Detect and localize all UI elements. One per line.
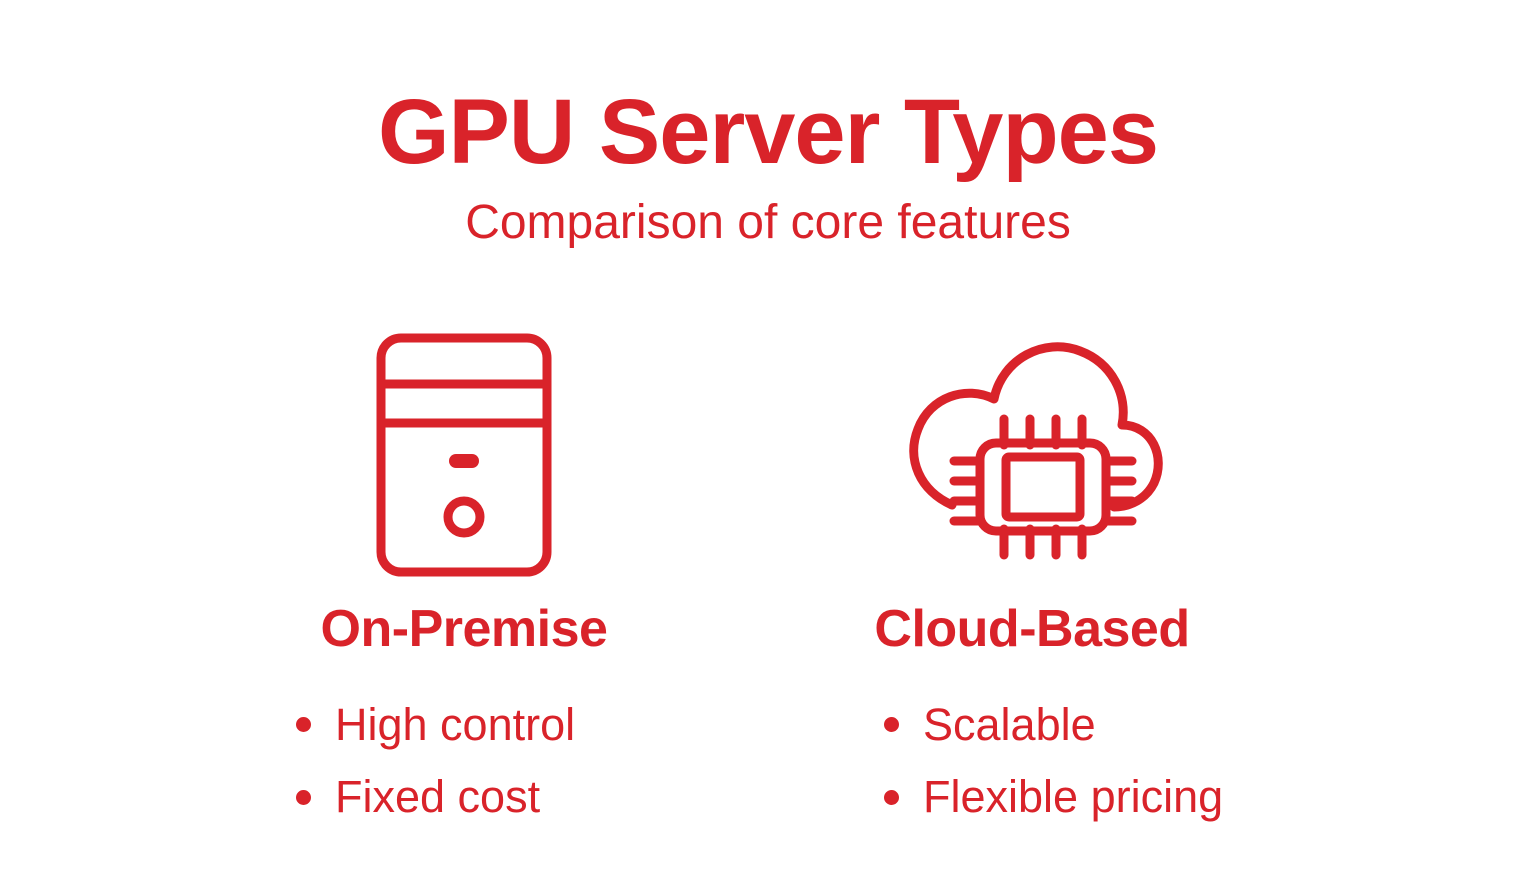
column-heading-cloud-based: Cloud-Based	[874, 600, 1190, 658]
bullet-item: Flexible pricing	[884, 773, 1292, 822]
cloud-chip-icon	[909, 342, 1163, 560]
bullet-item: High control	[296, 698, 724, 750]
icon-slot-cloud-based	[772, 330, 1292, 580]
page-title: GPU Server Types	[377, 81, 1159, 183]
header: GPU Server Types Comparison of core feat…	[0, 81, 1536, 249]
bullet-item: Fixed cost	[296, 773, 724, 822]
column-heading-on-premise: On-Premise	[320, 600, 608, 658]
comparison-column-on-premise: On-Premise High control Fixed cost	[204, 330, 724, 846]
bullet-label: Scalable	[923, 698, 1096, 750]
server-tower-icon	[376, 333, 552, 577]
bullet-dot-icon	[884, 717, 899, 733]
bullet-label: Fixed cost	[335, 771, 541, 823]
bullet-dot-icon	[296, 717, 311, 733]
comparison-column-cloud-based: Cloud-Based Scalable Flexible pricing	[772, 330, 1292, 846]
bullet-label: High control	[335, 698, 576, 750]
bullet-list-on-premise: High control Fixed cost	[204, 698, 724, 822]
comparison-columns: On-Premise High control Fixed cost	[0, 330, 1536, 846]
bullet-list-cloud-based: Scalable Flexible pricing	[772, 698, 1292, 822]
bullet-dot-icon	[884, 789, 899, 805]
bullet-dot-icon	[296, 789, 311, 805]
bullet-label: Flexible pricing	[923, 771, 1224, 823]
icon-slot-on-premise	[204, 330, 724, 580]
bullet-item: Scalable	[884, 698, 1292, 750]
page-subtitle: Comparison of core features	[465, 195, 1071, 249]
